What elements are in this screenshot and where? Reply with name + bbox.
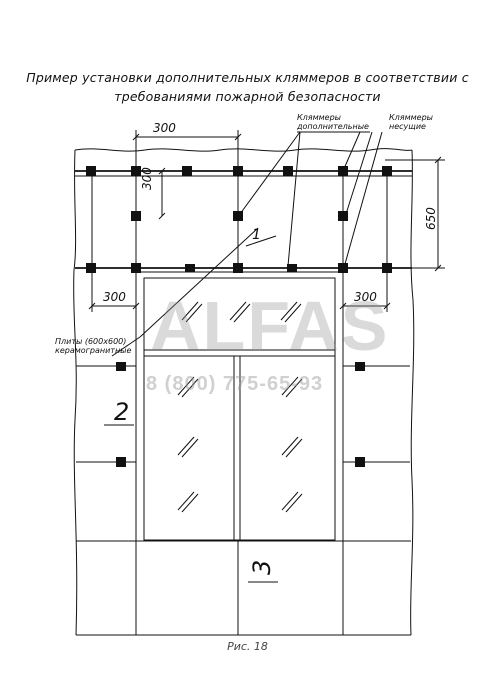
clamps bbox=[86, 166, 392, 467]
zone-number-2: 2 bbox=[114, 398, 130, 426]
glass-hatching bbox=[177, 301, 303, 513]
zone-number-1: 1 bbox=[252, 227, 261, 243]
dim-tier-650: 650 bbox=[424, 207, 438, 230]
title-line-1: Пример установки дополнительных кляммеро… bbox=[26, 70, 469, 85]
label-plates: Плиты (600x600) керамогранитные bbox=[55, 337, 132, 355]
figure-caption: Рис. 18 bbox=[227, 640, 268, 653]
dim-right-300: 300 bbox=[354, 290, 377, 304]
dim-left-300: 300 bbox=[103, 290, 126, 304]
label-clamps-additional: Кляммеры дополнительные bbox=[297, 113, 369, 131]
right-edge bbox=[410, 149, 415, 636]
top-break-line bbox=[74, 148, 413, 152]
watermark-phone: 8 (800) 775-65-93 bbox=[146, 373, 324, 395]
zone-number-3: 3 bbox=[248, 559, 276, 575]
dim-top-300: 300 bbox=[153, 121, 176, 135]
title-line-2: требованиями пожарной безопасности bbox=[114, 89, 381, 104]
watermark-brand: ALFAS bbox=[150, 287, 390, 365]
label-clamps-bearing: Кляммеры несущие bbox=[389, 113, 433, 131]
dim-vertical-300: 300 bbox=[140, 167, 154, 190]
left-edge bbox=[73, 149, 78, 636]
